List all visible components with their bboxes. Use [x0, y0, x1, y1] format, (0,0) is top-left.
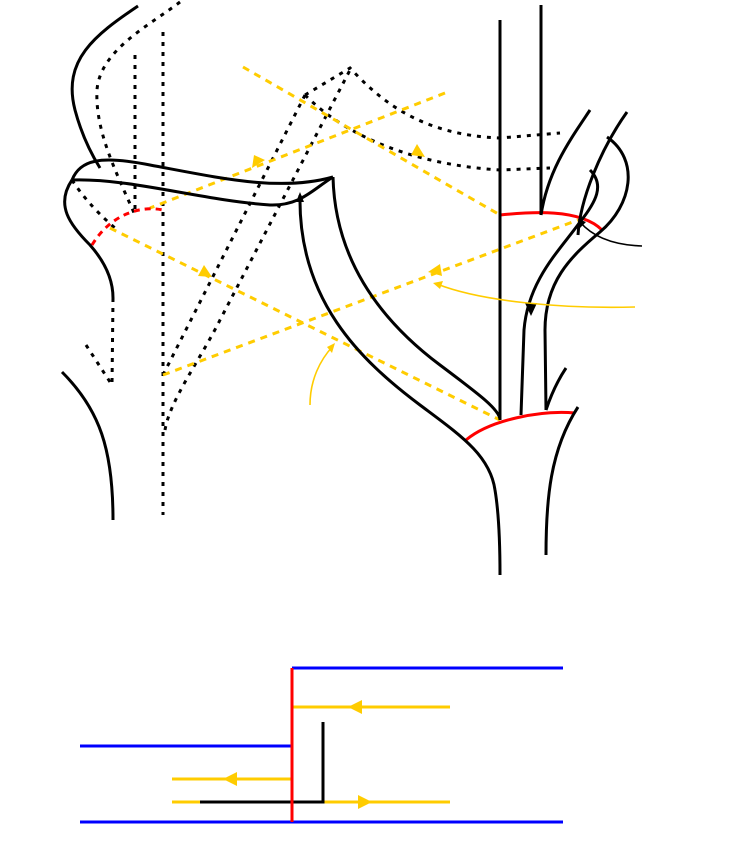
arrowhead-icon: [223, 772, 237, 786]
hidden-band-left: [70, 179, 116, 230]
red-arc-dashed: [90, 207, 164, 246]
arrowhead-icon: [327, 343, 335, 353]
yellow-path-1: [242, 65, 501, 217]
bottom-left-curve: [60, 370, 115, 521]
hidden-short-left: [84, 344, 114, 386]
arrowhead-icon: [428, 264, 442, 276]
lower-schematic: [80, 666, 563, 824]
yellow-pointer-1: [436, 283, 636, 309]
arrowhead-icon: [296, 192, 304, 202]
arrowhead-icon: [252, 155, 265, 168]
right-lobe: [543, 135, 630, 411]
sheet-inner-edge: [298, 194, 502, 576]
right-bottom-curve: [544, 406, 580, 556]
red-arc-top: [499, 211, 604, 232]
hidden-curve-top-1: [304, 66, 561, 140]
arrowhead-icon: [348, 700, 362, 714]
arrowhead-icon: [358, 795, 372, 809]
hidden-diagonal-1: [161, 94, 307, 376]
upper-surface-diagram: [60, 0, 643, 576]
yellow-path-3: [109, 226, 501, 422]
black-step-line: [200, 722, 325, 804]
yellow-path-4: [162, 218, 579, 377]
arrowhead-icon: [525, 303, 537, 316]
band-upper-edge: [70, 158, 334, 185]
arrowhead-icon: [433, 281, 443, 289]
right-curve-1: [539, 109, 592, 216]
arrowhead-icon: [411, 144, 425, 157]
hidden-diagonal-2: [163, 69, 352, 431]
arrowhead-icon: [198, 265, 212, 277]
right-short-curve: [544, 367, 568, 411]
band-lower-edge: [71, 175, 334, 207]
sheet-outer-edge: [331, 176, 502, 421]
left-lower-curve: [63, 179, 115, 299]
yellow-path-2: [149, 91, 446, 210]
left-top-curve: [70, 4, 139, 169]
arrowhead-icon: [578, 219, 586, 228]
yellow-pointer-2: [309, 345, 334, 406]
red-arc-bottom: [465, 411, 576, 442]
hidden-lower-left: [110, 297, 115, 386]
hidden-curve-left: [95, 0, 181, 216]
pointer-line: [579, 221, 643, 247]
